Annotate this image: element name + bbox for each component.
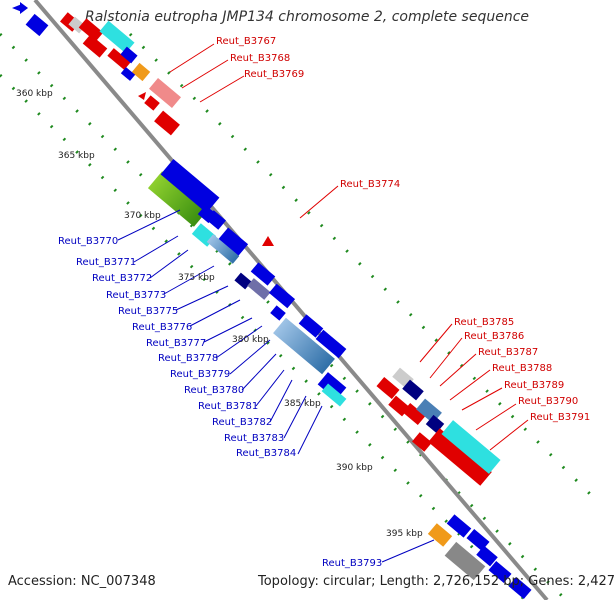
gene-cluster-top <box>12 2 181 136</box>
gene-label: Reut_B3783 <box>224 433 284 444</box>
gene-label: Reut_B3789 <box>504 380 564 391</box>
gc-dots-outer <box>0 32 568 600</box>
tick-labels: 360 kbp 365 kbp 370 kbp 375 kbp 380 kbp … <box>16 89 423 539</box>
tick-label: 360 kbp <box>16 89 53 99</box>
gene-label: Reut_B3776 <box>132 322 192 333</box>
gene-cluster-right <box>376 367 501 486</box>
gene-label: Reut_B3784 <box>236 448 296 459</box>
gene-cluster-bottom <box>427 514 532 600</box>
tick-label: 370 kbp <box>124 211 161 221</box>
gene-label: Reut_B3782 <box>212 417 272 428</box>
gene-label: Reut_B3778 <box>158 353 218 364</box>
topology-summary: Topology: circular; Length: 2,726,152 bp… <box>258 574 615 589</box>
tick-label: 365 kbp <box>58 151 95 161</box>
gc-dots-right <box>128 32 602 506</box>
tick-label: 395 kbp <box>386 529 423 539</box>
gene-label: Reut_B3790 <box>518 396 578 407</box>
tick-label: 380 kbp <box>232 335 269 345</box>
blue-leader-lines <box>117 209 435 563</box>
gene-label: Reut_B3787 <box>478 347 538 358</box>
tick-label: 385 kbp <box>284 399 321 409</box>
red-gene-labels: Reut_B3767 Reut_B3768 Reut_B3769 Reut_B3… <box>216 36 590 423</box>
gene-label: Reut_B3772 <box>92 273 152 284</box>
gene-label: Reut_B3788 <box>492 363 552 374</box>
gene-label: Reut_B3779 <box>170 369 230 380</box>
tick-label: 390 kbp <box>336 463 373 473</box>
gene-label: Reut_B3774 <box>340 179 400 190</box>
gene-label: Reut_B3781 <box>198 401 258 412</box>
gene-label: Reut_B3793 <box>322 558 382 569</box>
gene-label: Reut_B3767 <box>216 36 276 47</box>
gene-label: Reut_B3775 <box>118 306 178 317</box>
tick-label: 375 kbp <box>178 273 215 283</box>
gene-label: Reut_B3786 <box>464 331 524 342</box>
gene-label: Reut_B3785 <box>454 317 514 328</box>
gene-label: Reut_B3773 <box>106 290 166 301</box>
map-title: Ralstonia eutropha JMP134 chromosome 2, … <box>85 9 530 25</box>
gene-label: Reut_B3768 <box>230 53 290 64</box>
gene-cluster-middle <box>147 159 347 407</box>
gene-label: Reut_B3771 <box>76 257 136 268</box>
blue-gene-labels: Reut_B3770 Reut_B3771 Reut_B3772 Reut_B3… <box>58 236 382 569</box>
gene-label: Reut_B3780 <box>184 385 244 396</box>
gene-label: Reut_B3791 <box>530 412 590 423</box>
gene-label: Reut_B3777 <box>146 338 206 349</box>
gene-label: Reut_B3770 <box>58 236 118 247</box>
red-leader-lines <box>169 43 529 451</box>
genome-map: 360 kbp 365 kbp 370 kbp 375 kbp 380 kbp … <box>0 0 602 600</box>
accession-text: Accession: NC_007348 <box>8 574 156 589</box>
gene-label: Reut_B3769 <box>244 69 304 80</box>
